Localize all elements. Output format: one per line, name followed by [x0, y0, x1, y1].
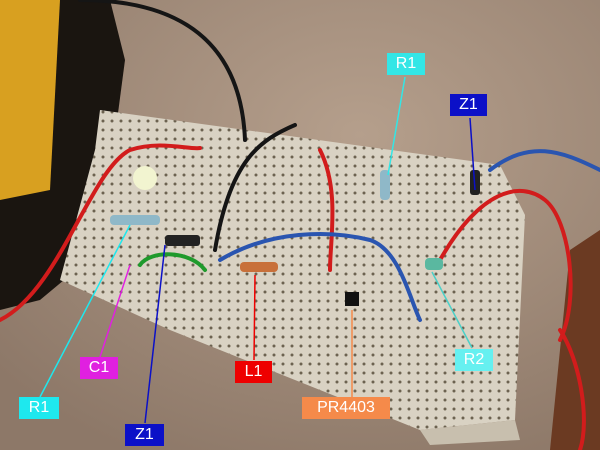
label-pr4403: PR4403: [302, 397, 390, 419]
zener-z1-left: [165, 235, 200, 246]
label-r1-top: R1: [387, 53, 425, 75]
label-z1-bottom: Z1: [125, 424, 164, 446]
label-z1-top: Z1: [450, 94, 487, 116]
label-r2: R2: [455, 349, 493, 371]
resistor-r1-left: [110, 215, 160, 225]
battery-label: [0, 0, 60, 200]
label-l1: L1: [235, 361, 272, 383]
label-r1-bottom: R1: [19, 397, 59, 419]
callout-lines: [39, 76, 476, 424]
resistor-r1-top: [380, 170, 390, 200]
resistor-r2: [425, 258, 443, 270]
breadboard: [60, 110, 525, 430]
led: [133, 166, 157, 190]
label-c1: C1: [80, 357, 118, 379]
pr4403-chip: [345, 292, 359, 306]
inductor-l1: [240, 262, 278, 272]
wood-block: [550, 230, 600, 450]
